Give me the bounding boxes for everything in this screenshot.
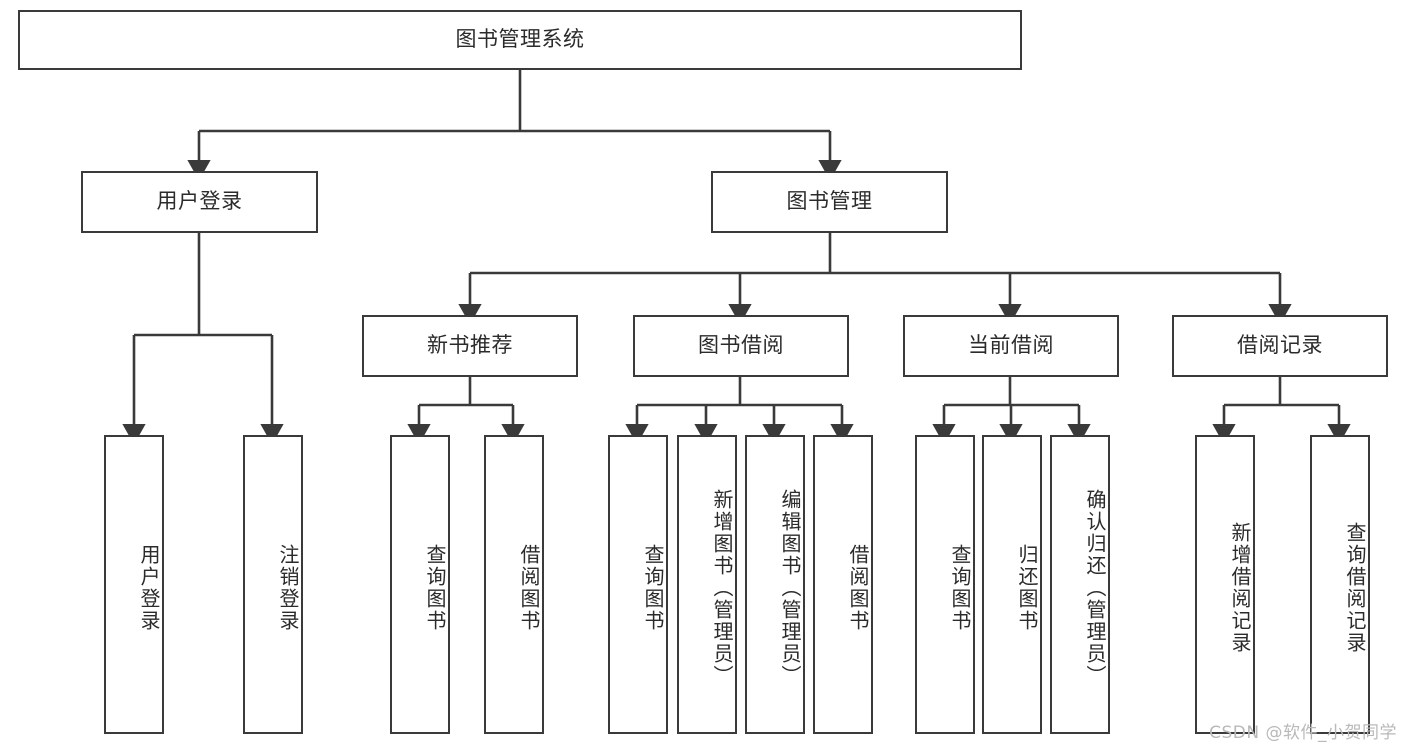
node-leaf-edit-book-label: 编辑图书（管理员） — [778, 488, 802, 687]
node-leaf-query-record[interactable]: 查询借阅记录 — [1310, 435, 1370, 734]
node-leaf-query-book-rec[interactable]: 查询图书 — [390, 435, 450, 734]
node-leaf-query-record-label: 查询借阅记录 — [1343, 521, 1367, 654]
node-new-book-rec[interactable]: 新书推荐 — [362, 315, 578, 377]
node-leaf-borrow-book[interactable]: 借阅图书 — [813, 435, 873, 734]
node-leaf-return-book-label: 归还图书 — [1015, 543, 1039, 632]
node-leaf-logout-login[interactable]: 注销登录 — [243, 435, 303, 734]
node-borrow-record[interactable]: 借阅记录 — [1172, 315, 1388, 377]
node-leaf-query-book-cur-label: 查询图书 — [948, 543, 972, 632]
node-book-manage-label: 图书管理 — [786, 189, 873, 214]
node-book-borrow-label: 图书借阅 — [698, 333, 784, 358]
node-leaf-return-book[interactable]: 归还图书 — [982, 435, 1042, 734]
node-leaf-edit-book[interactable]: 编辑图书（管理员） — [745, 435, 805, 734]
node-leaf-query-book-rec-label: 查询图书 — [423, 543, 447, 632]
node-user-login-label: 用户登录 — [156, 189, 243, 214]
node-leaf-add-book-label: 新增图书（管理员） — [710, 488, 734, 687]
node-leaf-borrow-book-rec-label: 借阅图书 — [517, 543, 541, 632]
node-book-manage[interactable]: 图书管理 — [711, 171, 948, 233]
node-leaf-logout-login-label: 注销登录 — [276, 543, 300, 632]
node-leaf-query-book-cur[interactable]: 查询图书 — [915, 435, 975, 734]
node-borrow-record-label: 借阅记录 — [1237, 333, 1323, 358]
node-root-label: 图书管理系统 — [455, 27, 585, 52]
node-leaf-borrow-book-label: 借阅图书 — [846, 543, 870, 632]
watermark: CSDN @软件_小贺同学 — [1209, 723, 1397, 743]
node-leaf-query-book-borrow[interactable]: 查询图书 — [608, 435, 668, 734]
node-leaf-user-login[interactable]: 用户登录 — [104, 435, 164, 734]
node-leaf-add-record[interactable]: 新增借阅记录 — [1195, 435, 1255, 734]
node-current-borrow[interactable]: 当前借阅 — [903, 315, 1119, 377]
node-leaf-confirm-return-label: 确认归还（管理员） — [1083, 488, 1107, 687]
node-leaf-add-record-label: 新增借阅记录 — [1228, 521, 1252, 654]
node-new-book-rec-label: 新书推荐 — [427, 333, 513, 358]
node-user-login[interactable]: 用户登录 — [81, 171, 318, 233]
node-leaf-query-book-borrow-label: 查询图书 — [641, 543, 665, 632]
node-root[interactable]: 图书管理系统 — [18, 10, 1022, 70]
node-book-borrow[interactable]: 图书借阅 — [633, 315, 849, 377]
node-leaf-user-login-label: 用户登录 — [137, 543, 161, 632]
node-current-borrow-label: 当前借阅 — [968, 333, 1054, 358]
node-leaf-add-book[interactable]: 新增图书（管理员） — [677, 435, 737, 734]
node-leaf-borrow-book-rec[interactable]: 借阅图书 — [484, 435, 544, 734]
node-leaf-confirm-return[interactable]: 确认归还（管理员） — [1050, 435, 1110, 734]
